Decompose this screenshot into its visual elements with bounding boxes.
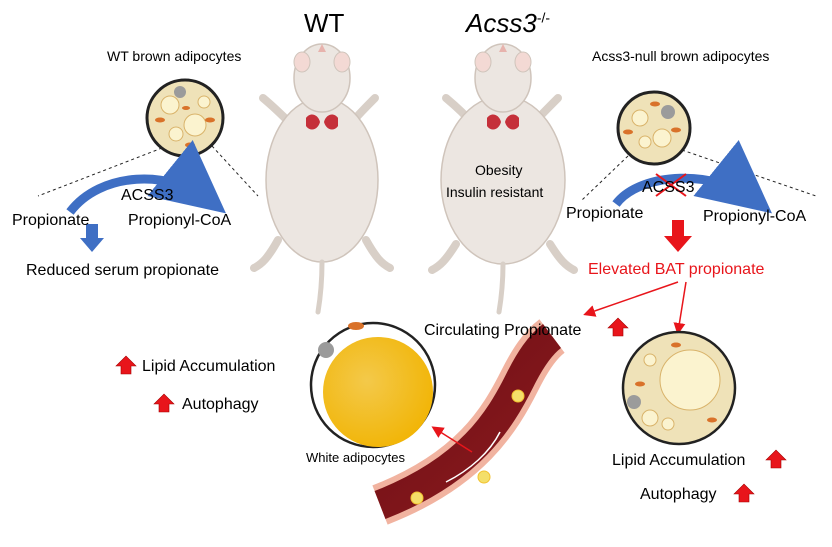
white-adipocytes-label: White adipocytes (306, 450, 405, 465)
ko-mouse-icon (428, 43, 578, 315)
up-arrow-left-autophagy (153, 393, 175, 413)
up-arrow-circulating (607, 317, 629, 337)
ko-brown-adipocyte-icon (616, 90, 692, 166)
wt-header: WT (304, 8, 345, 38)
ko-knockout-x-icon (655, 173, 687, 197)
ko-enzyme-label: ACSS3 (642, 179, 695, 196)
up-arrow-left-lipid (115, 355, 137, 375)
wt-zoom-line-left (37, 147, 163, 197)
up-arrow-right-lipid (765, 449, 787, 469)
up-arrow-right-autophagy (733, 483, 755, 503)
wt-down-arrow (80, 224, 104, 252)
circulating-propionate-label: Circulating Propionate (424, 322, 582, 339)
brown-adipocyte-large-icon (621, 330, 737, 446)
arrow-to-circulating (583, 281, 679, 317)
right-lipid-label: Lipid Accumulation (612, 452, 746, 469)
ko-zoom-line-right (681, 149, 817, 197)
ko-header-gene: Acss3 (466, 8, 537, 38)
ko-phenotype-1: Obesity (475, 162, 523, 178)
wt-mouse-icon (250, 43, 394, 315)
ko-outcome-label: Elevated BAT propionate (588, 261, 765, 278)
ko-zoom-line-left (581, 155, 629, 201)
left-lipid-label: Lipid Accumulation (142, 358, 276, 375)
right-autophagy-label: Autophagy (640, 486, 717, 503)
ko-header: Acss3-/- (466, 8, 550, 39)
ko-panel-title: Acss3-null brown adipocytes (592, 48, 770, 64)
blood-vessel-icon (372, 319, 566, 525)
ko-product-label: Propionyl-CoA (703, 208, 807, 225)
ko-substrate-label: Propionate (566, 205, 644, 222)
wt-brown-adipocyte-icon (145, 78, 225, 158)
wt-outcome-label: Reduced serum propionate (26, 262, 220, 279)
left-autophagy-label: Autophagy (182, 396, 259, 413)
wt-panel-title: WT brown adipocytes (107, 48, 242, 64)
wt-product-label: Propionyl-CoA (128, 212, 232, 229)
ko-down-arrow (664, 220, 692, 252)
wt-substrate-label: Propionate (12, 212, 90, 229)
white-adipocyte-icon (309, 321, 437, 449)
arrow-to-brown-large (673, 281, 687, 335)
arrow-to-white (431, 426, 473, 453)
wt-enzyme-label: ACSS3 (121, 187, 174, 204)
ko-phenotype-2: Insulin resistant (446, 184, 544, 200)
ko-header-sup: -/- (536, 9, 551, 26)
wt-acss3-arrow (66, 140, 227, 215)
wt-zoom-line-right (211, 145, 259, 197)
